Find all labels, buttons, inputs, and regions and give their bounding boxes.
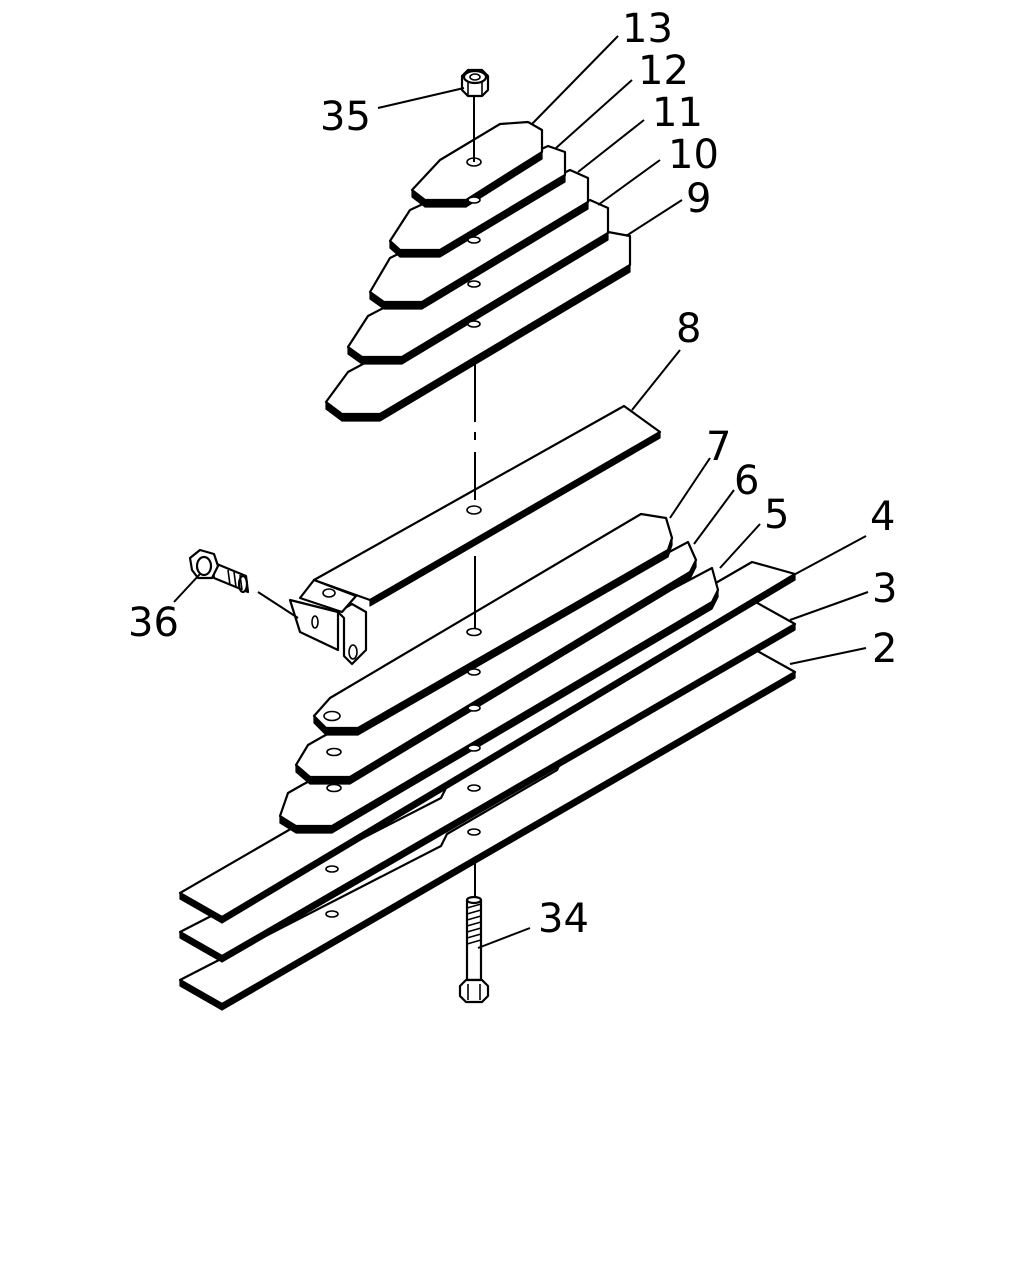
leaf-7 <box>312 512 674 736</box>
nut-35 <box>460 68 490 98</box>
leaf-13 <box>410 120 544 208</box>
callout-13: 13 <box>622 6 673 52</box>
leaf-5 <box>278 566 720 834</box>
leaf-6 <box>294 540 698 785</box>
callout-8: 8 <box>676 306 701 352</box>
callout-3: 3 <box>872 566 897 612</box>
bolt-36 <box>188 548 250 594</box>
leaf-10 <box>346 198 610 365</box>
callout-2: 2 <box>872 626 897 672</box>
callout-5: 5 <box>764 492 789 538</box>
callout-11: 11 <box>652 90 703 136</box>
callout-4: 4 <box>870 494 895 540</box>
callout-labels: 13 12 11 10 9 8 7 6 5 4 3 2 34 35 36 <box>128 6 897 942</box>
callout-34: 34 <box>538 896 589 942</box>
callout-35: 35 <box>320 94 371 140</box>
bar-8-with-bracket <box>288 404 662 666</box>
center-bolt-axis <box>466 96 482 896</box>
callout-10: 10 <box>668 132 719 178</box>
callout-36: 36 <box>128 600 179 646</box>
callout-9: 9 <box>686 176 711 222</box>
callout-12: 12 <box>638 48 689 94</box>
callout-7: 7 <box>706 424 731 470</box>
bolt-34 <box>458 895 490 1004</box>
callout-6: 6 <box>734 458 759 504</box>
leader-lines <box>173 35 869 949</box>
bar-3 <box>178 598 797 963</box>
